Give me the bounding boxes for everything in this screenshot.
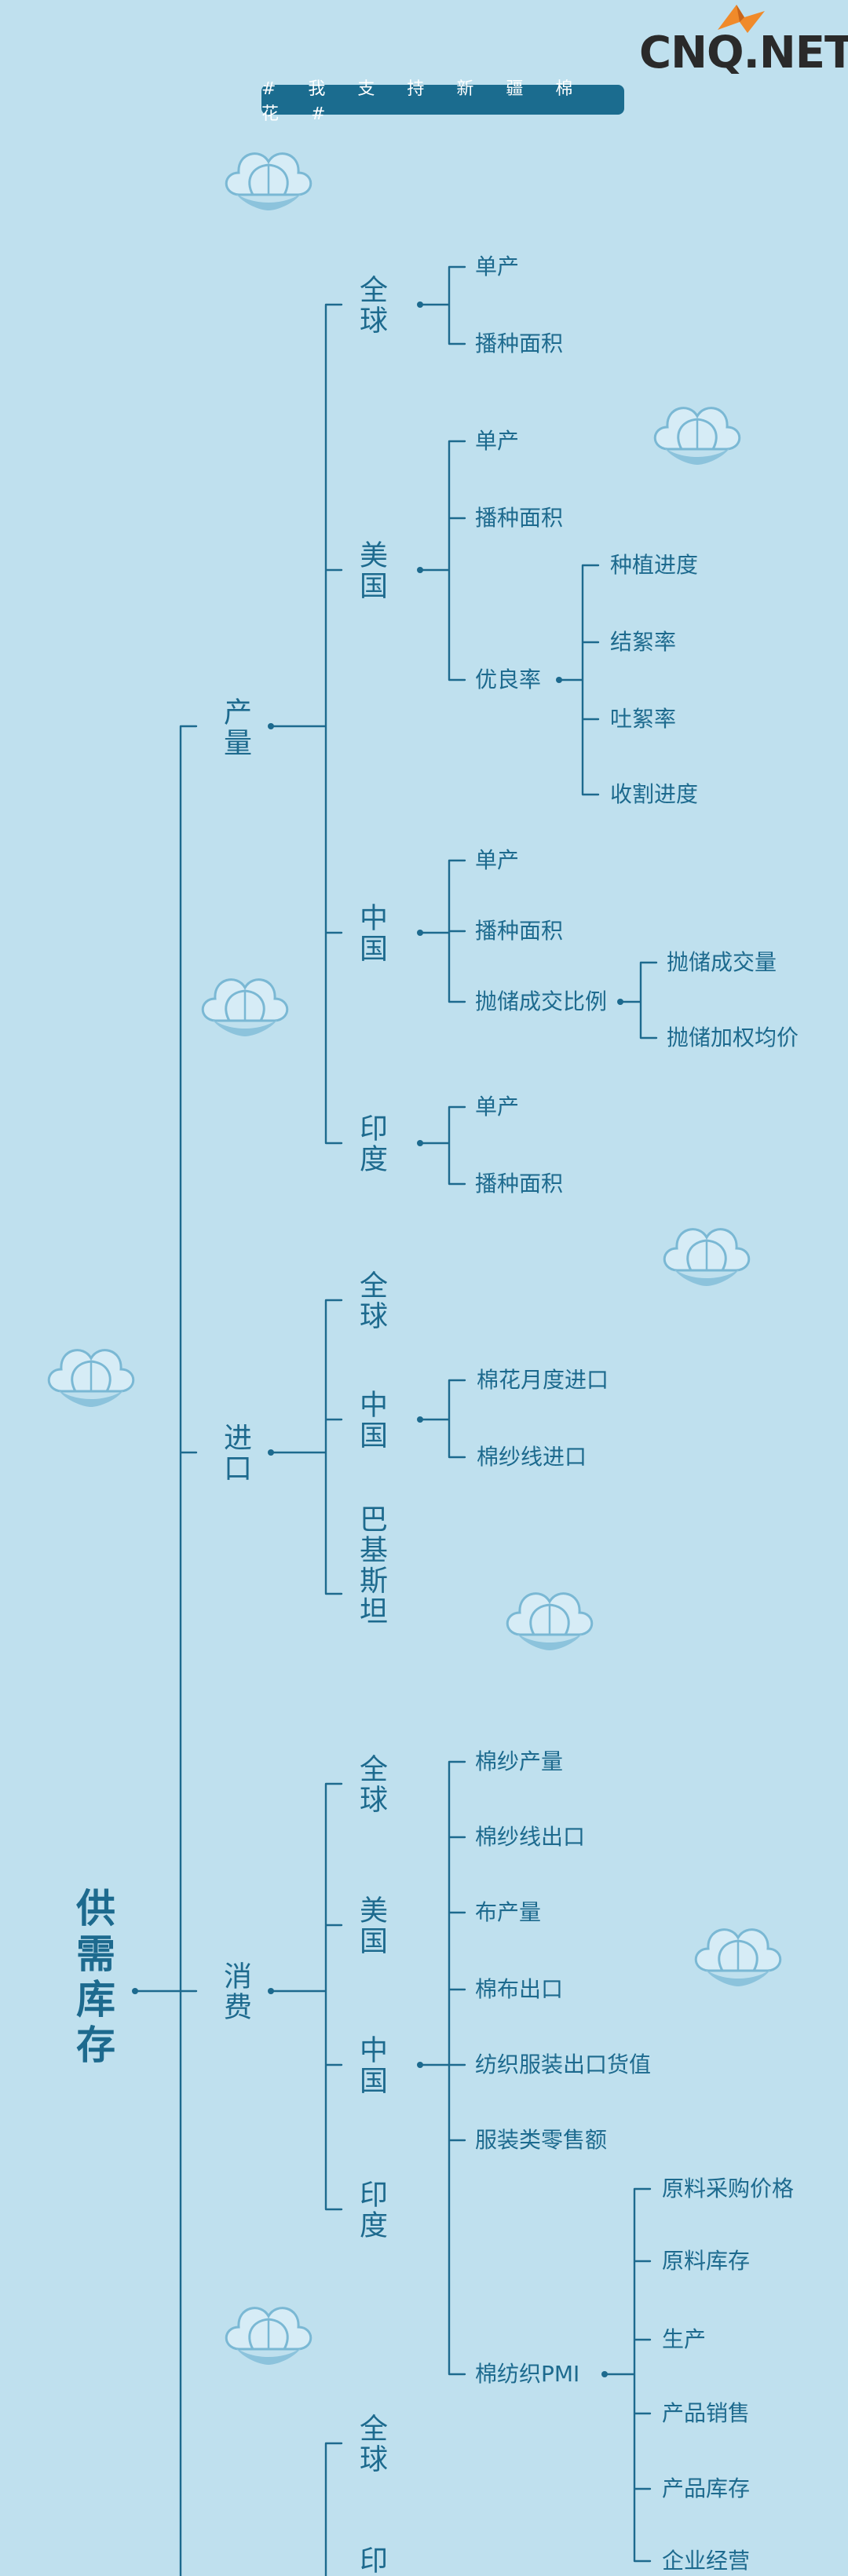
production-global-yield: 单产 xyxy=(475,254,520,280)
import-pakistan-node: 巴基斯坦 xyxy=(355,1504,387,1627)
production-india-area: 播种面积 xyxy=(475,1171,564,1197)
production-usa-area: 播种面积 xyxy=(475,505,564,531)
consumption-china-item: 服装类零售额 xyxy=(475,2127,608,2153)
cotton-icon xyxy=(694,1928,782,1988)
pmi-item: 生产 xyxy=(662,2326,707,2352)
stock-india-node-partial: 印 xyxy=(355,2545,387,2576)
usa-good-rate-item: 收割进度 xyxy=(610,781,699,807)
import-node: 进口 xyxy=(219,1423,251,1484)
logo-bird-icon xyxy=(718,5,765,33)
import-global-node: 全球 xyxy=(355,1270,387,1332)
consumption-china-item: 棉纱线出口 xyxy=(475,1824,586,1850)
stock-global-node: 全球 xyxy=(355,2413,387,2475)
cotton-icon xyxy=(663,1228,751,1288)
pmi-item: 企业经营 xyxy=(662,2548,751,2574)
consumption-usa-node: 美国 xyxy=(355,1895,387,1957)
consumption-china-item: 纺织服装出口货值 xyxy=(475,2052,652,2077)
pmi-item: 原料采购价格 xyxy=(662,2176,795,2201)
pmi-item: 产品销售 xyxy=(662,2400,751,2426)
usa-good-rate-item: 结絮率 xyxy=(610,629,677,655)
cotton-icon xyxy=(653,407,741,466)
production-global-area: 播种面积 xyxy=(475,331,564,356)
cotton-icon xyxy=(225,152,313,212)
logo-text: CNQ.NET xyxy=(639,27,848,79)
production-china-node: 中国 xyxy=(355,903,387,964)
site-logo: CNQ.NET xyxy=(638,3,848,82)
production-global-node: 全球 xyxy=(355,275,387,336)
production-usa-good-rate: 优良率 xyxy=(475,667,542,692)
cotton-icon xyxy=(225,2307,313,2366)
pmi-item: 原料库存 xyxy=(662,2248,751,2274)
consumption-china-item: 棉纱产量 xyxy=(475,1748,564,1774)
consumption-china-pmi: 棉纺织PMI xyxy=(475,2361,580,2387)
production-china-reserve-ratio: 抛储成交比例 xyxy=(475,988,608,1014)
consumption-china-item: 棉布出口 xyxy=(475,1976,564,2002)
usa-good-rate-item: 吐絮率 xyxy=(610,706,677,732)
production-china-yield: 单产 xyxy=(475,847,520,873)
consumption-india-node: 印度 xyxy=(355,2180,387,2241)
import-china-item: 棉纱线进口 xyxy=(477,1444,587,1470)
cotton-icon xyxy=(506,1592,594,1652)
cotton-icon xyxy=(47,1349,135,1409)
production-india-yield: 单产 xyxy=(475,1094,520,1120)
production-india-node: 印度 xyxy=(355,1113,387,1175)
root-node: 供需库存 xyxy=(70,1887,115,2070)
import-china-item: 棉花月度进口 xyxy=(477,1367,609,1393)
consumption-global-node: 全球 xyxy=(355,1754,387,1815)
consumption-node: 消费 xyxy=(219,1961,251,2022)
production-usa-yield: 单产 xyxy=(475,428,520,454)
consumption-china-item: 布产量 xyxy=(475,1899,542,1925)
production-china-area: 播种面积 xyxy=(475,918,564,944)
production-node: 产量 xyxy=(219,697,251,758)
usa-good-rate-item: 种植进度 xyxy=(610,552,699,578)
consumption-china-node: 中国 xyxy=(355,2035,387,2096)
cotton-icon xyxy=(201,978,289,1038)
support-xinjiang-cotton-banner: # 我 支 持 新 疆 棉 花 # xyxy=(261,79,624,124)
china-reserve-item: 抛储成交量 xyxy=(667,949,777,975)
import-china-node: 中国 xyxy=(355,1390,387,1451)
pmi-item: 产品库存 xyxy=(662,2476,751,2501)
production-usa-node: 美国 xyxy=(355,540,387,601)
china-reserve-item: 抛储加权均价 xyxy=(667,1025,799,1050)
